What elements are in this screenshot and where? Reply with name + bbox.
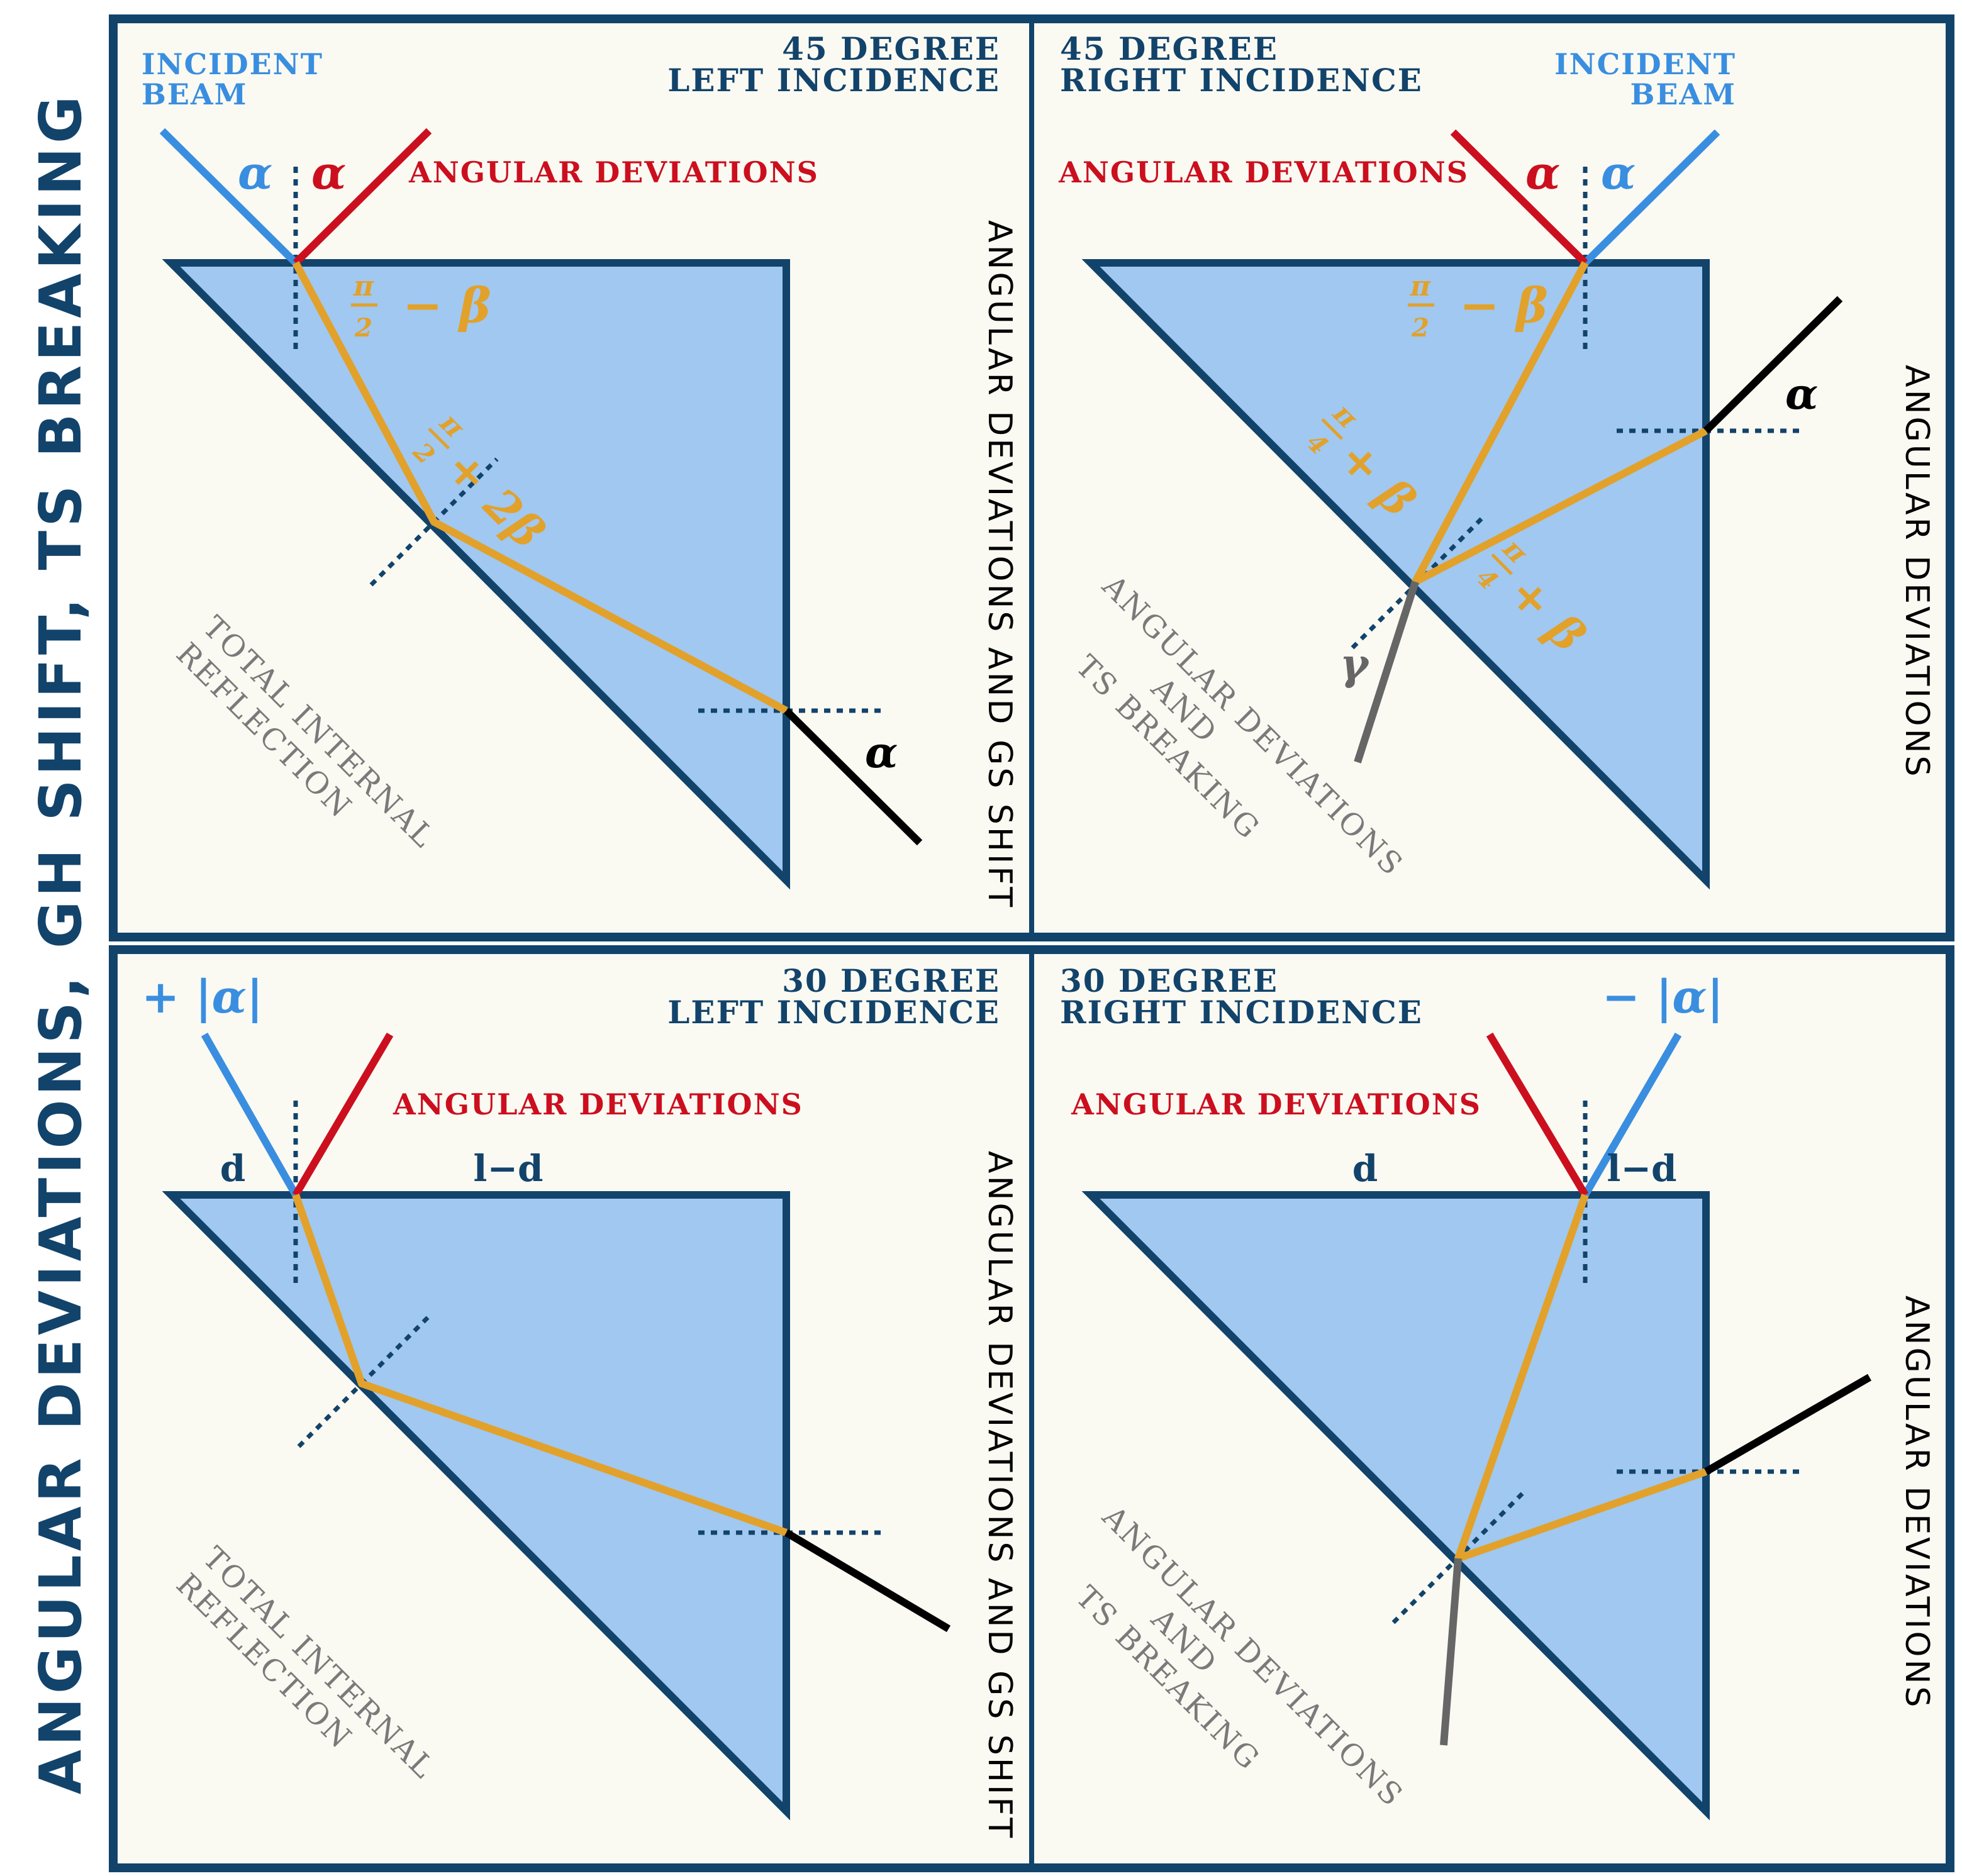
alpha-label: − |α| bbox=[1602, 970, 1724, 1023]
heading-line2: RIGHT INCIDENCE bbox=[1060, 62, 1423, 99]
alpha-incident-label: α bbox=[1601, 146, 1636, 199]
alpha-reflected-label: α bbox=[1525, 146, 1560, 199]
svg-text:− β: − β bbox=[403, 277, 491, 333]
tunneled-beam bbox=[1440, 1558, 1462, 1746]
incident-beam bbox=[1581, 1032, 1682, 1197]
incident-beam bbox=[1582, 129, 1720, 266]
svg-text:2: 2 bbox=[354, 313, 372, 343]
svg-text:π: π bbox=[1410, 270, 1431, 302]
angle-label-top: π 2 − β bbox=[1408, 270, 1548, 343]
alpha-label: + |α| bbox=[142, 970, 263, 1023]
reflection-label: ANGULAR DEVIATIONS bbox=[1071, 1087, 1481, 1121]
prism bbox=[162, 259, 790, 890]
angle-label-top: π 2 − β bbox=[351, 270, 491, 343]
svg-text:− β: − β bbox=[1459, 277, 1548, 333]
heading-line2: LEFT INCIDENCE bbox=[667, 994, 1000, 1031]
incident-label-line2: BEAM bbox=[1630, 77, 1736, 111]
segment-l-minus-d-label: l−d bbox=[473, 1147, 543, 1190]
reflected-beam bbox=[1450, 129, 1588, 266]
incident-label-line1: INCIDENT bbox=[1554, 47, 1736, 81]
heading-line1: 30 DEGREE bbox=[782, 962, 1000, 999]
internal-beam bbox=[292, 261, 788, 714]
reflected-beam bbox=[1486, 1032, 1589, 1197]
reflected-beam bbox=[292, 1032, 394, 1197]
alpha-out-label: α bbox=[1785, 369, 1818, 419]
gamma-label: γ bbox=[1340, 640, 1370, 690]
transmitted-beam bbox=[784, 1529, 951, 1633]
incident-label-line1: INCIDENT bbox=[142, 47, 323, 81]
svg-text:π: π bbox=[353, 270, 374, 302]
heading-line2: LEFT INCIDENCE bbox=[667, 62, 1000, 99]
vertical-label: ANGULAR DEVIATIONS bbox=[1898, 365, 1936, 779]
alpha-reflected-label: α bbox=[311, 146, 346, 199]
normal-line-hypotenuse bbox=[297, 1313, 433, 1448]
segment-d-label: d bbox=[220, 1147, 246, 1190]
prism bbox=[1081, 259, 1710, 890]
alpha-out-label: α bbox=[865, 728, 898, 778]
incident-label-line2: BEAM bbox=[142, 77, 248, 111]
vertical-label: ANGULAR DEVIATIONS bbox=[1898, 1296, 1936, 1710]
heading-line2: RIGHT INCIDENCE bbox=[1060, 994, 1423, 1031]
internal-beam bbox=[292, 1194, 788, 1536]
vertical-label: ANGULAR DEVIATIONS AND GS SHIFT bbox=[981, 1151, 1018, 1840]
transmitted-beam bbox=[1703, 296, 1843, 434]
side-title: ANGULAR DEVIATIONS, GH SHIFT, TS BREAKIN… bbox=[27, 92, 94, 1795]
heading-line1: 45 DEGREE bbox=[782, 30, 1000, 67]
reflected-beam bbox=[293, 128, 432, 266]
transmitted-beam bbox=[1704, 1374, 1871, 1475]
incident-beam bbox=[159, 128, 299, 266]
panel-30-left: 30 DEGREE LEFT INCIDENCE + |α| ANGULAR D… bbox=[142, 962, 1018, 1840]
incident-beam bbox=[201, 1033, 299, 1197]
reflection-label: ANGULAR DEVIATIONS bbox=[1058, 155, 1469, 189]
segment-d-label: d bbox=[1352, 1147, 1378, 1190]
svg-text:2: 2 bbox=[1411, 313, 1429, 343]
segment-l-minus-d-label: l−d bbox=[1607, 1147, 1676, 1190]
tunneled-beam bbox=[1354, 580, 1419, 763]
reflection-label: ANGULAR DEVIATIONS bbox=[408, 155, 819, 189]
heading-line1: 45 DEGREE bbox=[1060, 30, 1278, 67]
prism bbox=[162, 1191, 790, 1821]
reflection-label: ANGULAR DEVIATIONS bbox=[393, 1087, 803, 1121]
alpha-incident-label: α bbox=[238, 146, 272, 199]
vertical-label: ANGULAR DEVIATIONS AND GS SHIFT bbox=[981, 220, 1018, 909]
prism bbox=[1081, 1191, 1710, 1821]
transmitted-beam bbox=[783, 708, 923, 846]
heading-line1: 30 DEGREE bbox=[1060, 962, 1278, 999]
